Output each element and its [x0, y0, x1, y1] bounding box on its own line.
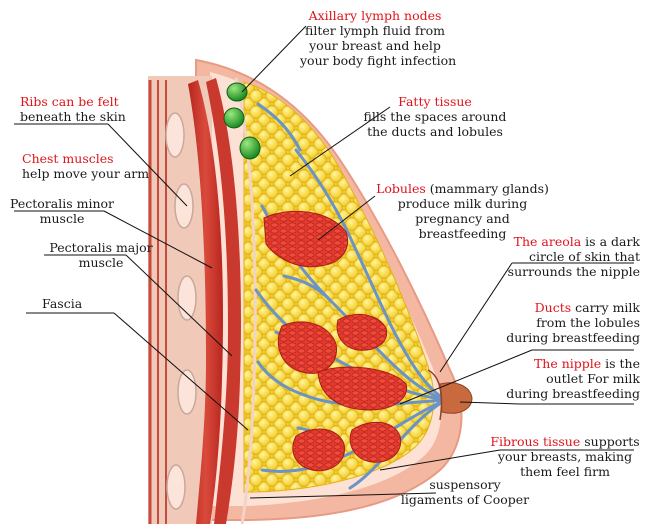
axillary-line-1: filter lymph fluid from	[300, 23, 450, 38]
fatty-line-2: the ducts and lobules	[360, 124, 510, 139]
pectoralis-major-label: Pectoralis major muscle	[46, 240, 156, 270]
ducts-line-2: during breastfeeding	[480, 330, 640, 345]
ducts-title: Ducts	[535, 300, 572, 315]
ducts-suffix: carry milk	[571, 300, 640, 315]
lobules-title: Lobules	[376, 181, 426, 196]
pectoralis-major-line-2: muscle	[46, 255, 156, 270]
nipple-title: The nipple	[534, 356, 601, 371]
areola-line-1: circle of skin that	[480, 249, 640, 264]
axillary-label: Axillary lymph nodes filter lymph fluid …	[300, 8, 450, 68]
lobules-suffix: (mammary glands)	[426, 181, 549, 196]
pectoralis-major-line-1: Pectoralis major	[46, 240, 156, 255]
axillary-line-3: your body fight infection	[300, 53, 450, 68]
fatty-label: Fatty tissue fills the spaces around the…	[360, 94, 510, 139]
lobules-line-2: pregnancy and	[375, 211, 550, 226]
pectoralis-minor-label: Pectoralis minor muscle	[10, 196, 114, 226]
fibrous-label: Fibrous tissue supports your breasts, ma…	[490, 434, 640, 479]
fascia-label: Fascia	[42, 296, 82, 311]
pectoralis-minor-line-1: Pectoralis minor	[10, 196, 114, 211]
nipple-line-2: during breastfeeding	[480, 386, 640, 401]
fibrous-line-1: your breasts, making	[490, 449, 640, 464]
fatty-title: Fatty tissue	[360, 94, 510, 109]
areola-suffix: is a dark	[581, 234, 640, 249]
nipple-line-1: outlet For milk	[480, 371, 640, 386]
areola-title: The areola	[514, 234, 582, 249]
chest-label: Chest muscles help move your arm	[22, 151, 149, 181]
suspensory-line-1: suspensory	[400, 477, 530, 492]
nipple-label: The nipple is the outlet For milk during…	[480, 356, 640, 401]
axillary-title: Axillary lymph nodes	[300, 8, 450, 23]
suspensory-line-2: ligaments of Cooper	[400, 492, 530, 507]
pectoralis-minor-line-2: muscle	[10, 211, 114, 226]
ducts-line-1: from the lobules	[480, 315, 640, 330]
suspensory-label: suspensory ligaments of Cooper	[400, 477, 530, 507]
fascia-line-1: Fascia	[42, 296, 82, 311]
nipple	[440, 383, 472, 413]
chest-line-1: help move your arm	[22, 166, 149, 181]
axillary-line-2: your breast and help	[300, 38, 450, 53]
chest-title: Chest muscles	[22, 151, 149, 166]
ducts-label: Ducts carry milk from the lobules during…	[480, 300, 640, 345]
ribs-label: Ribs can be felt beneath the skin	[20, 94, 126, 124]
areola-line-2: surrounds the nipple	[480, 264, 640, 279]
nipple-suffix: is the	[601, 356, 640, 371]
ribs-title: Ribs can be felt	[20, 94, 126, 109]
ribs-line-1: beneath the skin	[20, 109, 126, 124]
fibrous-suffix: supports	[580, 434, 639, 449]
fibrous-title: Fibrous tissue	[490, 434, 580, 449]
lobules-line-1: produce milk during	[375, 196, 550, 211]
areola-label: The areola is a dark circle of skin that…	[480, 234, 640, 279]
fatty-line-1: fills the spaces around	[360, 109, 510, 124]
lobules-label: Lobules (mammary glands) produce milk du…	[375, 181, 550, 241]
